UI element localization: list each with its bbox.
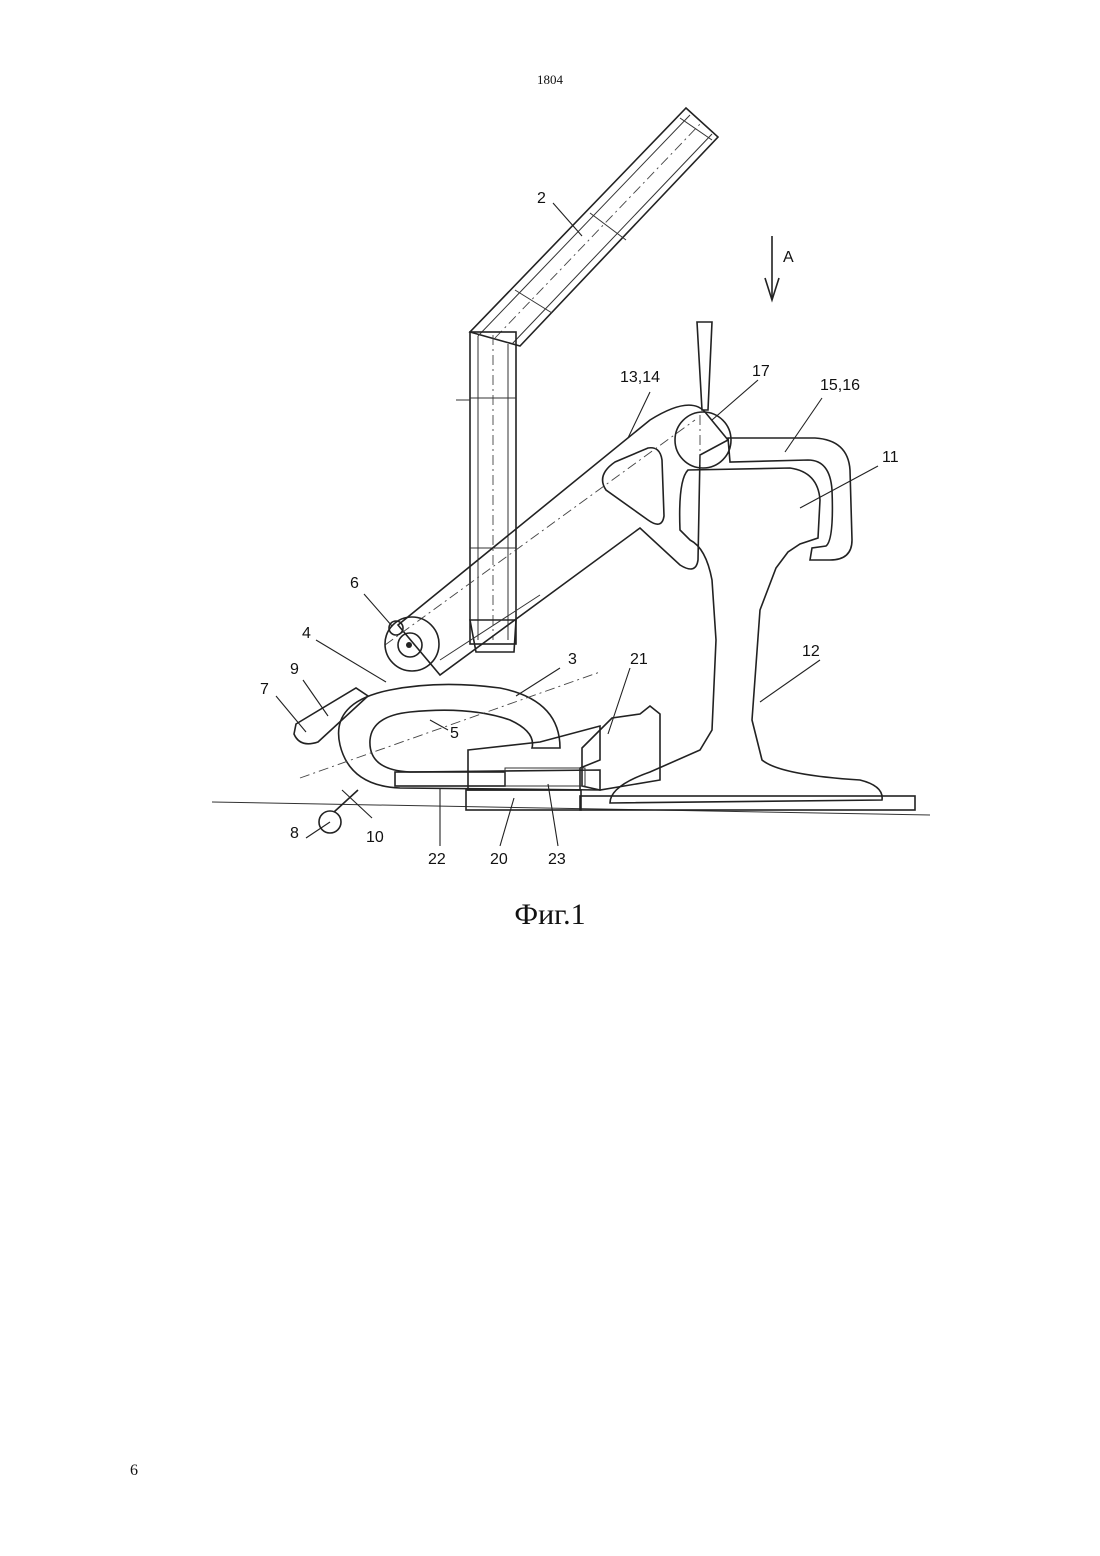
label-5: 5: [450, 725, 459, 742]
label-23: 23: [548, 851, 566, 868]
label-12: 12: [802, 643, 820, 660]
base-plates: [466, 706, 915, 810]
rail-hook: [728, 438, 852, 560]
arrow-a: [765, 236, 779, 300]
figure-caption: Фиг.1: [0, 898, 1100, 932]
label-2: 2: [537, 190, 546, 207]
label-21: 21: [630, 651, 648, 668]
page-number: 6: [130, 1462, 138, 1480]
label-7: 7: [260, 681, 269, 698]
leader-lines: [276, 203, 878, 846]
label-22: 22: [428, 851, 446, 868]
roller: [675, 322, 731, 470]
label-20: 20: [490, 851, 508, 868]
label-6: 6: [350, 575, 359, 592]
label-17: 17: [752, 363, 770, 380]
label-9: 9: [290, 661, 299, 678]
pins: [294, 688, 368, 833]
ground-line: [212, 802, 930, 815]
label-10: 10: [366, 829, 384, 846]
label-3: 3: [568, 651, 577, 668]
arrow-label: А: [783, 249, 794, 266]
label-8: 8: [290, 825, 299, 842]
label-13-14: 13,14: [620, 369, 660, 386]
label-15-16: 15,16: [820, 377, 860, 394]
handle-tube: [456, 108, 718, 652]
label-4: 4: [302, 625, 311, 642]
label-11: 11: [882, 449, 899, 466]
rail-profile: [610, 468, 882, 803]
pivot-joint: [385, 617, 439, 671]
